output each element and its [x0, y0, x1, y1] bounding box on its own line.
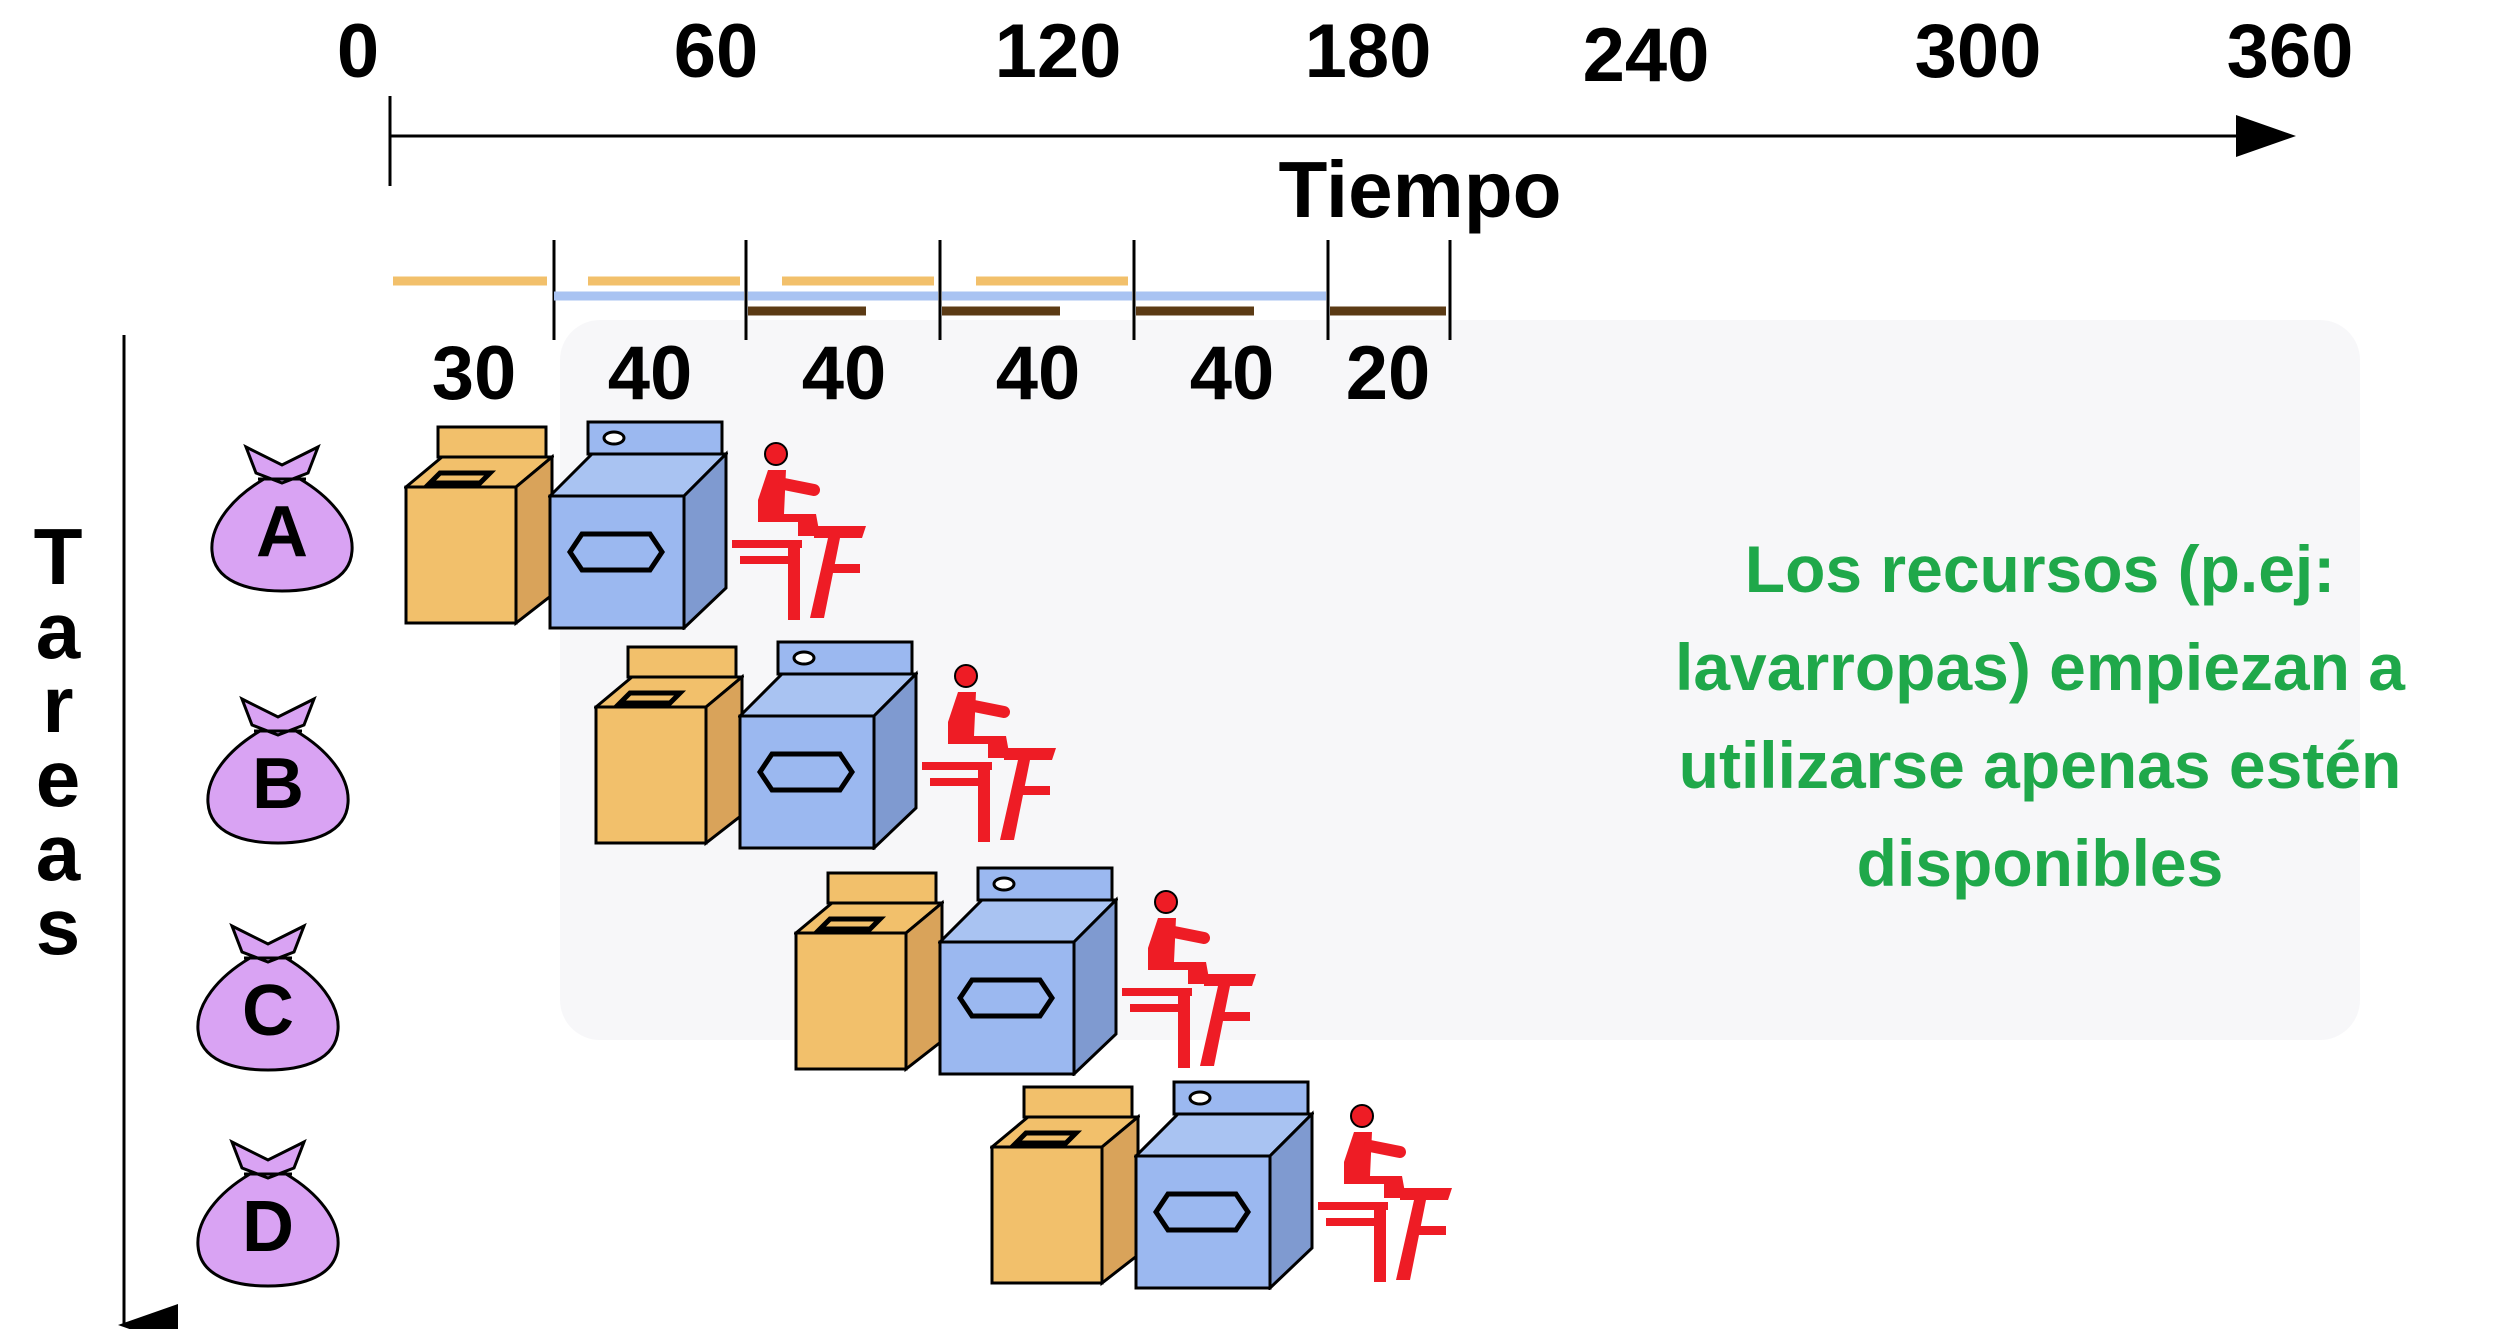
tasks-axis-letter: a	[35, 586, 81, 675]
tasks-axis-letter: r	[42, 660, 74, 749]
tasks-axis-letter: T	[33, 512, 83, 601]
washer-icon	[796, 873, 942, 1069]
washer-icon	[992, 1087, 1138, 1283]
dryer-icon	[550, 422, 726, 628]
washer-icon	[596, 647, 742, 843]
tasks-axis-label: T a r e a s	[18, 512, 98, 971]
washer-icon	[406, 427, 552, 623]
folding-person-icon	[1318, 1105, 1452, 1282]
axis-tick-label: 180	[1304, 9, 1432, 94]
task-row-a	[210, 422, 866, 628]
task-label-b: B	[252, 744, 304, 824]
axis-tick-label: 240	[1582, 13, 1710, 98]
duration-label: 40	[607, 331, 693, 416]
task-row-b	[206, 642, 1056, 848]
folding-person-icon	[922, 665, 1056, 842]
task-label-a: A	[256, 492, 308, 572]
stage-dividers	[552, 240, 1452, 340]
dryer-icon	[940, 868, 1116, 1074]
duration-label: 30	[431, 331, 517, 416]
axis-title: Tiempo	[1278, 145, 1562, 234]
axis-tick-label: 300	[1914, 9, 2042, 94]
folding-person-icon	[1122, 891, 1256, 1068]
axis-tick-label: 60	[673, 9, 759, 94]
usage-bars	[393, 276, 1446, 316]
axis-tick-label: 120	[994, 9, 1122, 94]
resource-note: Los recursos (p.ej: lavarropas) empiezan…	[1675, 532, 2405, 900]
duration-label: 20	[1345, 331, 1431, 416]
tasks-axis-letter: e	[35, 734, 81, 823]
task-row-c	[196, 868, 1256, 1074]
tasks-axis-letter: s	[35, 882, 81, 971]
duration-label: 40	[801, 331, 887, 416]
folding-person-icon	[732, 443, 866, 620]
dryer-icon	[1136, 1082, 1312, 1288]
axis-tick-label: 0	[336, 9, 380, 94]
duration-label: 40	[1189, 331, 1275, 416]
dryer-icon	[740, 642, 916, 848]
duration-label: 40	[995, 331, 1081, 416]
axis-tick-label: 360	[2226, 9, 2354, 94]
tasks-axis-letter: a	[35, 808, 81, 897]
task-label-c: C	[242, 971, 294, 1051]
task-row-d	[196, 1082, 1452, 1288]
task-label-d: D	[242, 1187, 294, 1267]
